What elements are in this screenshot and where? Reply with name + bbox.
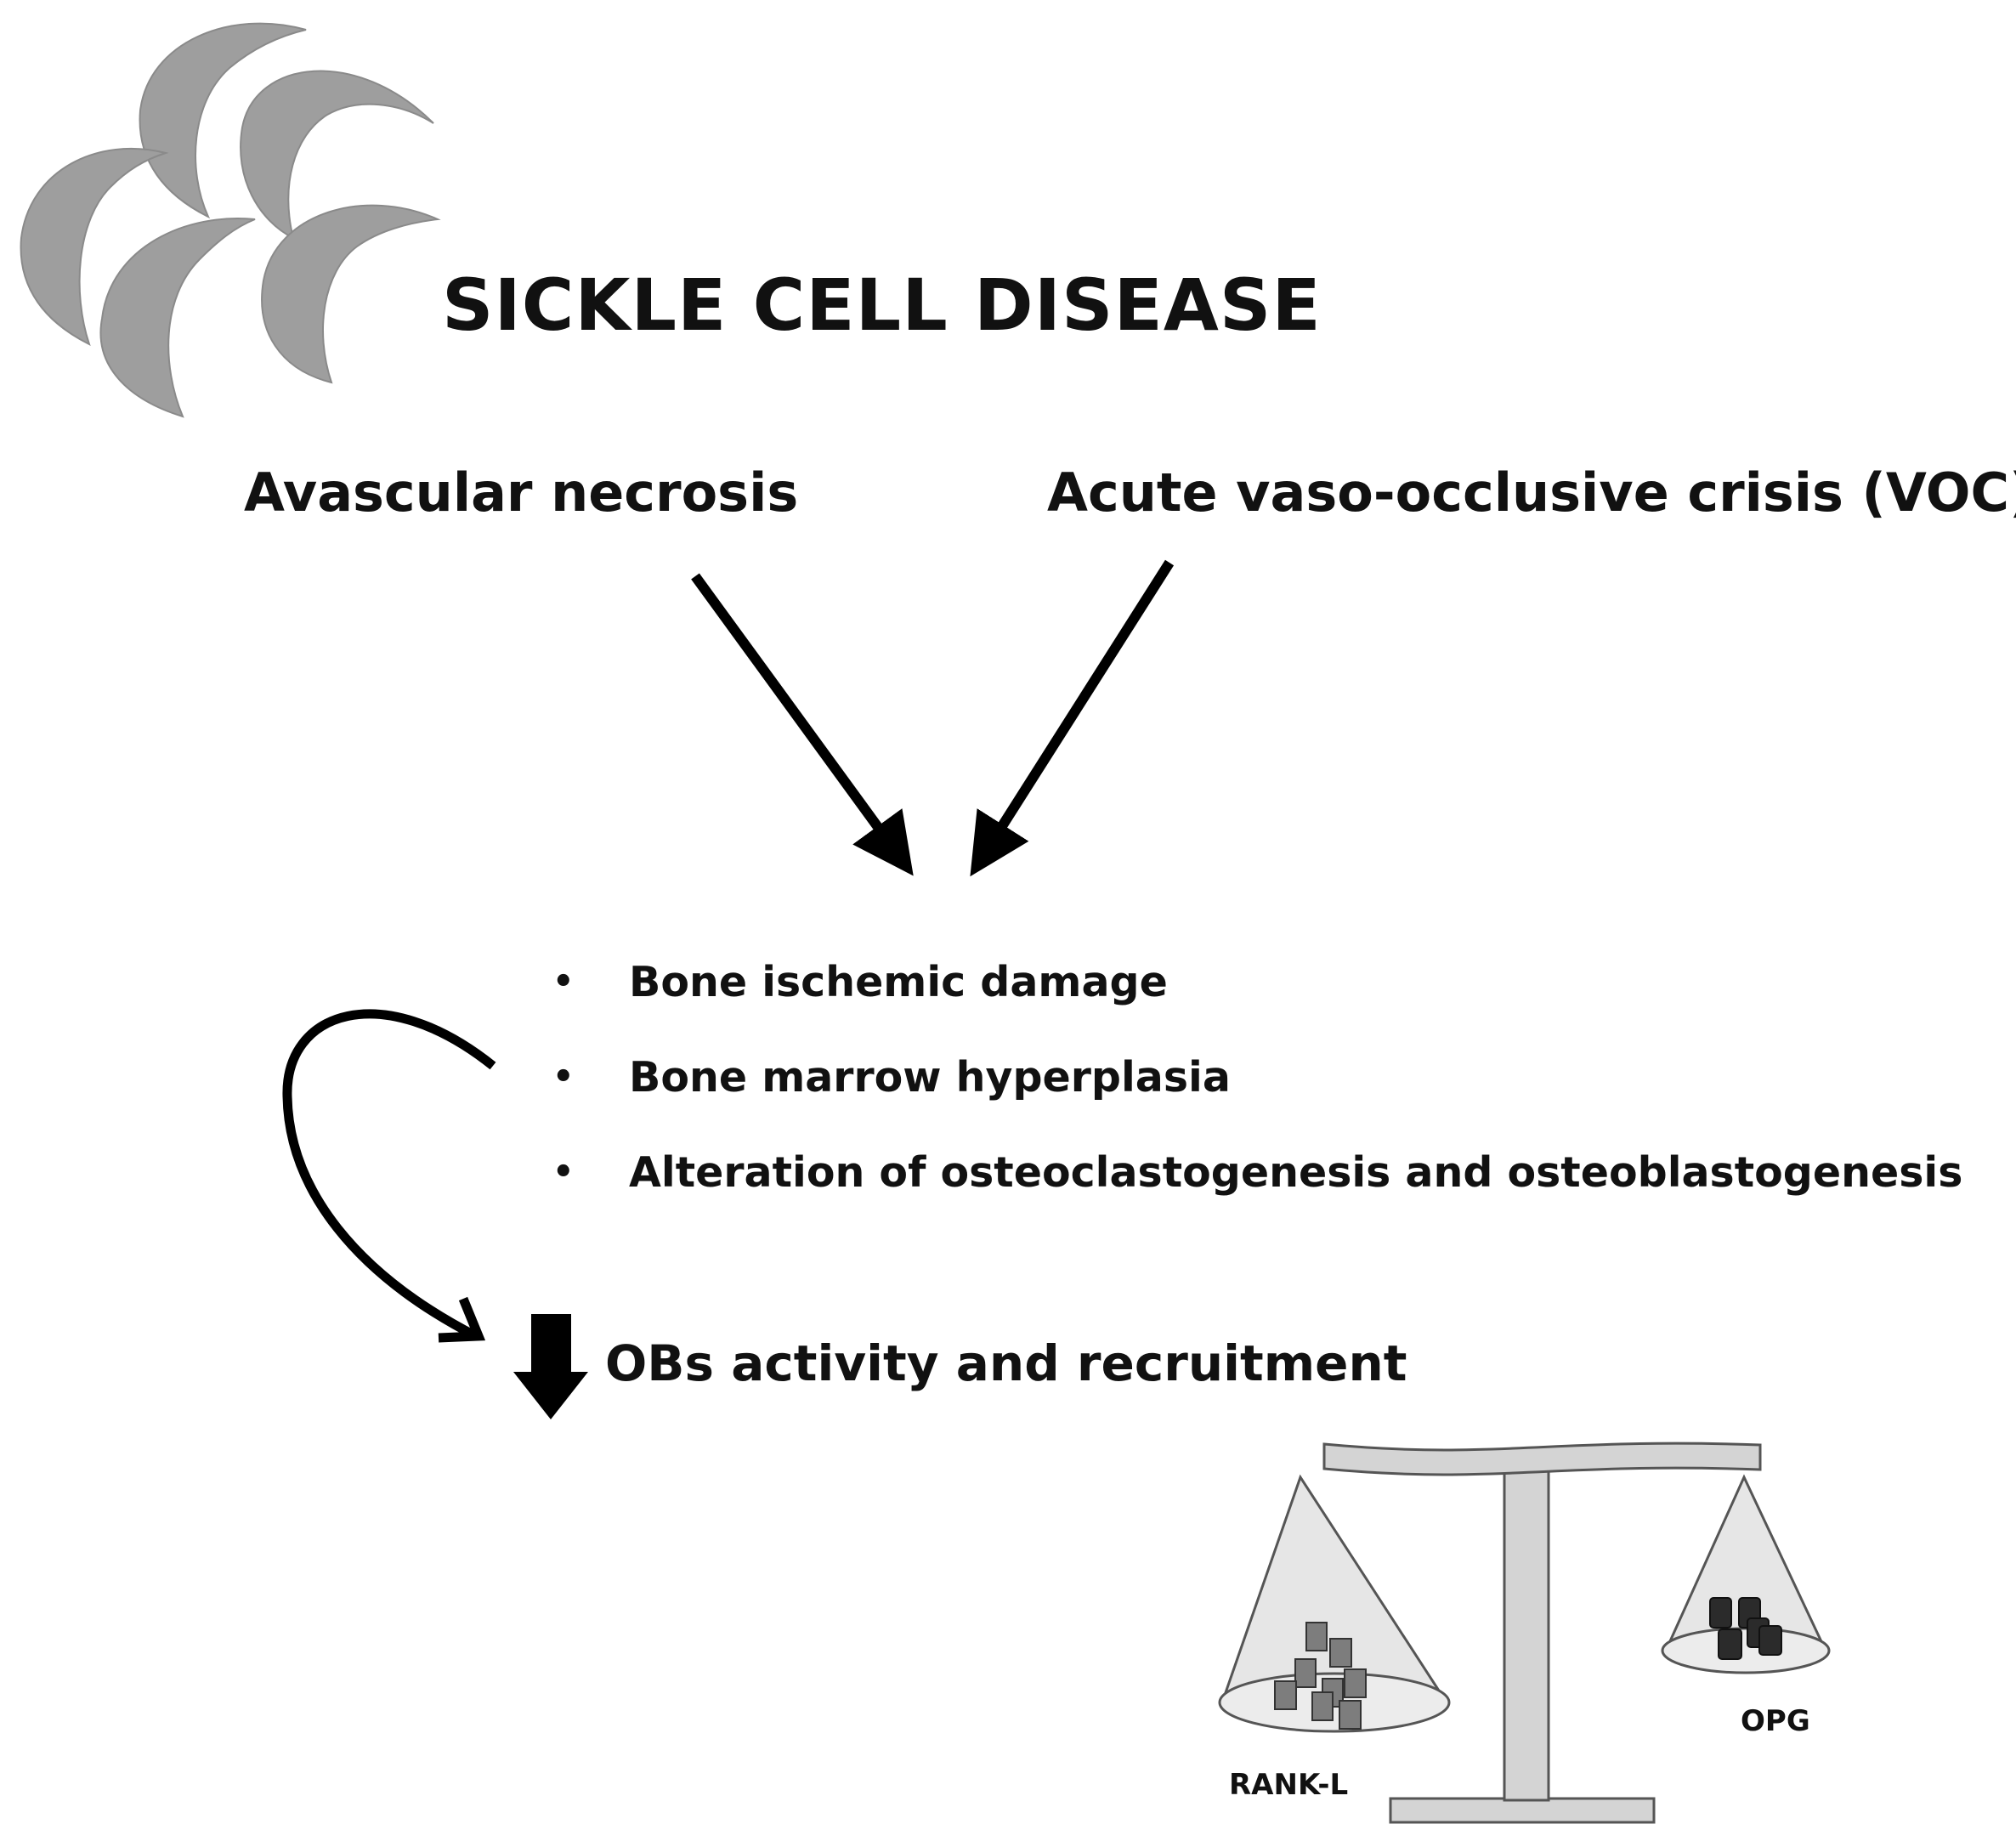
sickle-cells-icon [20,22,441,418]
effect-text: Bone ischemic damage [629,957,1168,1006]
balance-scale [1218,1442,1831,1824]
rankl-molecules-icon [1274,1622,1367,1730]
opg-molecules-icon [1709,1597,1782,1660]
curved-arrow-head [438,1296,486,1343]
effect-list-item: • Bone ischemic damage [552,952,1168,1011]
rankl-block [1329,1638,1352,1668]
rankl-block [1311,1691,1334,1721]
rankl-label: RANK-L [1229,1768,1349,1802]
effect-text: Alteration of osteoclastogenesis and ost… [629,1147,1963,1197]
opg-block [1718,1629,1742,1660]
bullet-icon: • [552,1153,575,1192]
opg-block [1758,1625,1782,1656]
effect-text: Bone marrow hyperplasia [629,1052,1231,1102]
sickle-cell [240,70,434,240]
rankl-block [1339,1700,1362,1730]
left-pan-cone [1220,1474,1449,1704]
bullet-icon: • [552,962,575,1001]
sickle-cell [139,22,307,219]
right-pan [1661,1627,1831,1674]
diagram-title: SICKLE CELL DISEASE [442,263,1322,347]
scale-pillar [1503,1467,1550,1802]
bullet-icon: • [552,1057,575,1096]
sickle-cell [99,218,256,418]
rankl-block [1305,1622,1328,1651]
effect-list-item: • Alteration of osteoclastogenesis and o… [552,1142,1962,1202]
rankl-block [1344,1668,1367,1698]
rankl-block [1274,1680,1297,1710]
cause-vaso-occlusive-crisis: Acute vaso-occlusive crisis (VOC) [1047,462,2016,524]
rankl-block [1294,1658,1317,1688]
cause-avascular-necrosis: Avascular necrosis [244,462,799,524]
sickle-cell [20,147,169,346]
arrow-from-voc [970,559,1175,877]
opg-label: OPG [1741,1704,1810,1738]
effect-list-item: • Bone marrow hyperplasia [552,1047,1231,1107]
scale-beam [1322,1442,1762,1476]
arrow-from-avascular-necrosis [691,573,914,876]
result-label: OBs activity and recruitment [605,1334,1407,1392]
scale-base [1389,1797,1656,1824]
down-arrow-icon [513,1314,588,1419]
opg-block [1709,1597,1732,1629]
curved-arrow [282,1009,496,1340]
sickle-cell [261,204,441,384]
